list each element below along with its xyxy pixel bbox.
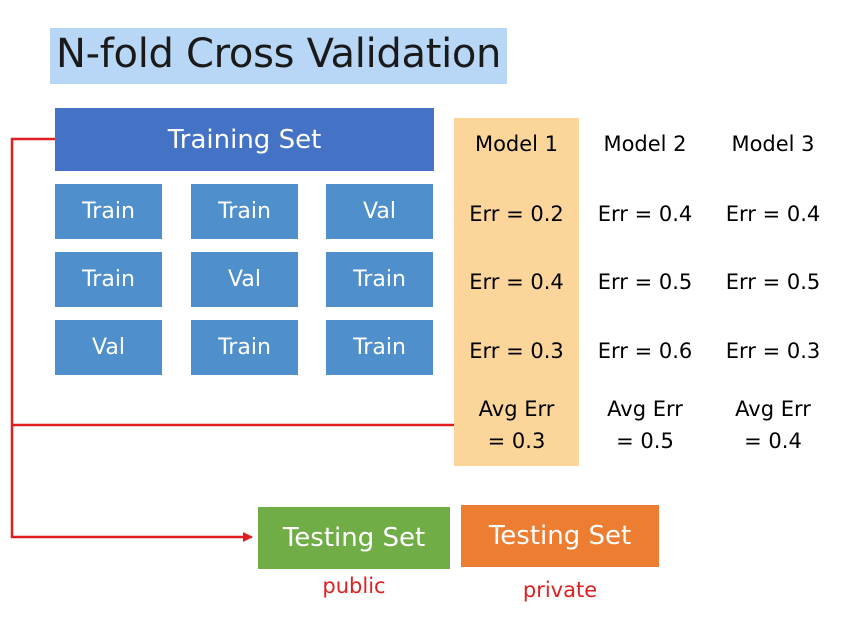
- model-1-avg-value: = 0.3: [487, 429, 546, 453]
- private-label: private: [522, 578, 598, 602]
- fold-1-part-1: Train: [55, 184, 162, 239]
- fold-2-part-3: Train: [326, 252, 433, 307]
- model-2-header: Model 2: [603, 132, 687, 156]
- model-2-avg-label: Avg Err: [607, 397, 683, 421]
- model-2-fold-3-error: Err = 0.6: [597, 339, 693, 363]
- model-2-avg-value: = 0.5: [616, 429, 674, 453]
- model-3-header: Model 3: [731, 132, 815, 156]
- model-3-avg-value: = 0.4: [744, 429, 802, 453]
- diagram-title: N-fold Cross Validation: [50, 28, 508, 84]
- public-label: public: [322, 574, 386, 598]
- model-2-fold-1-error: Err = 0.4: [597, 202, 693, 226]
- fold-1-part-2: Train: [191, 184, 298, 239]
- fold-3-part-1: Val: [55, 320, 162, 375]
- model-1-fold-2-error: Err = 0.4: [469, 270, 564, 294]
- training-set-to-testing-arrow: [10, 137, 253, 542]
- training-set-box: Training Set: [55, 108, 434, 171]
- model-1-highlight: [454, 118, 579, 466]
- model-3-fold-1-error: Err = 0.4: [725, 202, 821, 226]
- fold-3-part-3: Train: [326, 320, 433, 375]
- fold-2-part-1: Train: [55, 252, 162, 307]
- model-3-fold-3-error: Err = 0.3: [725, 339, 821, 363]
- model-1-avg-label: Avg Err: [478, 397, 555, 421]
- model-3-fold-2-error: Err = 0.5: [725, 270, 821, 294]
- fold-1-part-3: Val: [326, 184, 433, 239]
- model-3-avg-label: Avg Err: [735, 397, 811, 421]
- model-2-fold-2-error: Err = 0.5: [597, 270, 693, 294]
- testing-set-public-box: Testing Set: [258, 507, 450, 569]
- testing-set-private-box: Testing Set: [461, 505, 659, 567]
- model-1-fold-1-error: Err = 0.2: [469, 202, 564, 226]
- model-1-fold-3-error: Err = 0.3: [469, 339, 564, 363]
- fold-2-part-2: Val: [191, 252, 298, 307]
- fold-3-part-2: Train: [191, 320, 298, 375]
- model-1-header: Model 1: [474, 132, 559, 156]
